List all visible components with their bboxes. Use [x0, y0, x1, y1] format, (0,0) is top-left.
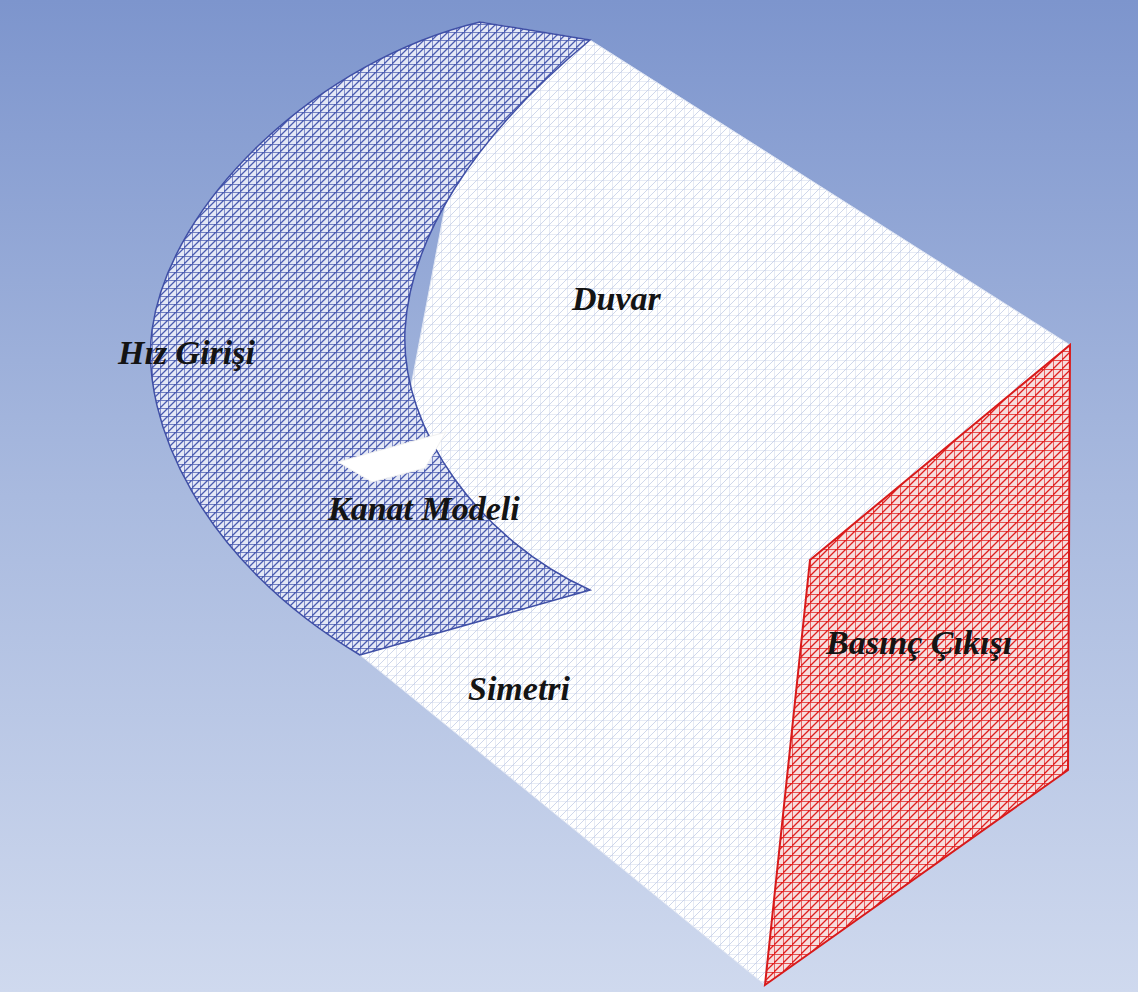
boundary-label: Duvar: [572, 280, 661, 318]
boundary-label: Kanat Modeli: [328, 490, 520, 528]
boundary-label: Hız Girişi: [118, 334, 255, 372]
boundary-label: Simetri: [468, 670, 570, 708]
wing-model: [338, 432, 446, 482]
boundary-label: Basınç Çıkışı: [826, 624, 1012, 662]
outlet-face: [765, 345, 1070, 985]
domain-faces: [151, 22, 1070, 985]
